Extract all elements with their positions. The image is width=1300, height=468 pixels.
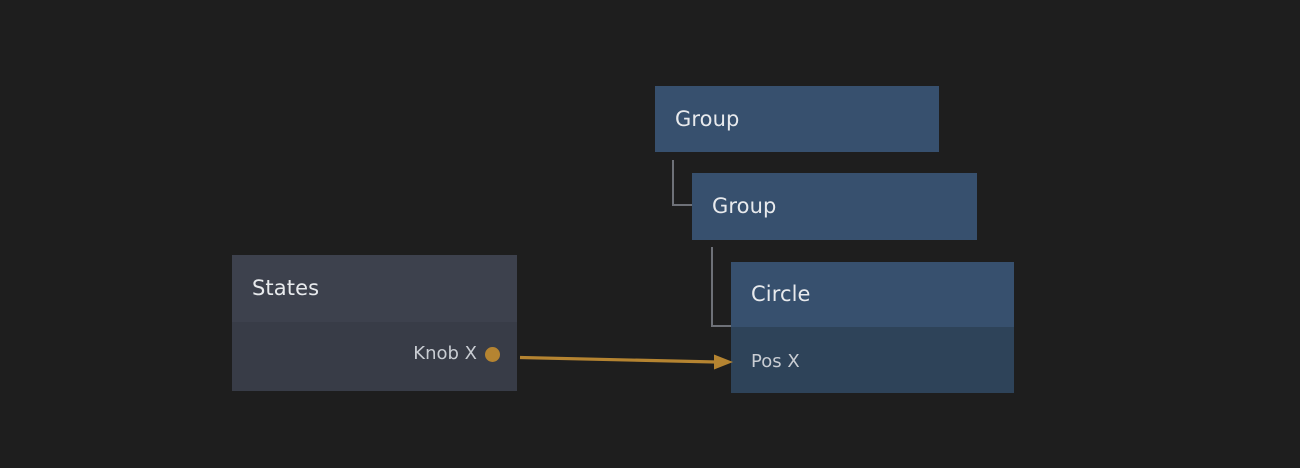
port-row-knob-x[interactable]: Knob X xyxy=(413,345,500,363)
port-label-pos-x: Pos X xyxy=(751,351,800,372)
port-dot-knob-x-icon[interactable] xyxy=(485,346,500,362)
node-group-1[interactable]: Group xyxy=(655,86,939,152)
node-states-body: Knob X xyxy=(232,322,517,391)
connection-line xyxy=(519,355,717,364)
node-states-title: States xyxy=(252,276,320,300)
node-group-2[interactable]: Group xyxy=(692,173,977,240)
node-states-header[interactable]: States xyxy=(232,255,517,322)
node-group-1-title: Group xyxy=(675,106,740,131)
node-circle-title: Circle xyxy=(751,282,811,306)
hierarchy-link-group1-group2 xyxy=(672,160,693,206)
node-states[interactable]: States Knob X xyxy=(232,255,517,391)
hierarchy-link-group2-circle xyxy=(711,247,732,327)
port-row-pos-x[interactable]: Pos X xyxy=(751,353,800,371)
node-group-1-header[interactable]: Group xyxy=(655,86,939,152)
node-circle[interactable]: Circle Pos X xyxy=(731,262,1014,393)
connection-knob-x-to-pos-x[interactable] xyxy=(519,354,733,370)
node-group-2-title: Group xyxy=(712,194,777,218)
node-circle-body: Pos X xyxy=(731,327,1014,393)
node-circle-header[interactable]: Circle xyxy=(731,262,1014,327)
port-label-knob-x: Knob X xyxy=(413,343,477,364)
node-group-2-header[interactable]: Group xyxy=(692,173,977,240)
